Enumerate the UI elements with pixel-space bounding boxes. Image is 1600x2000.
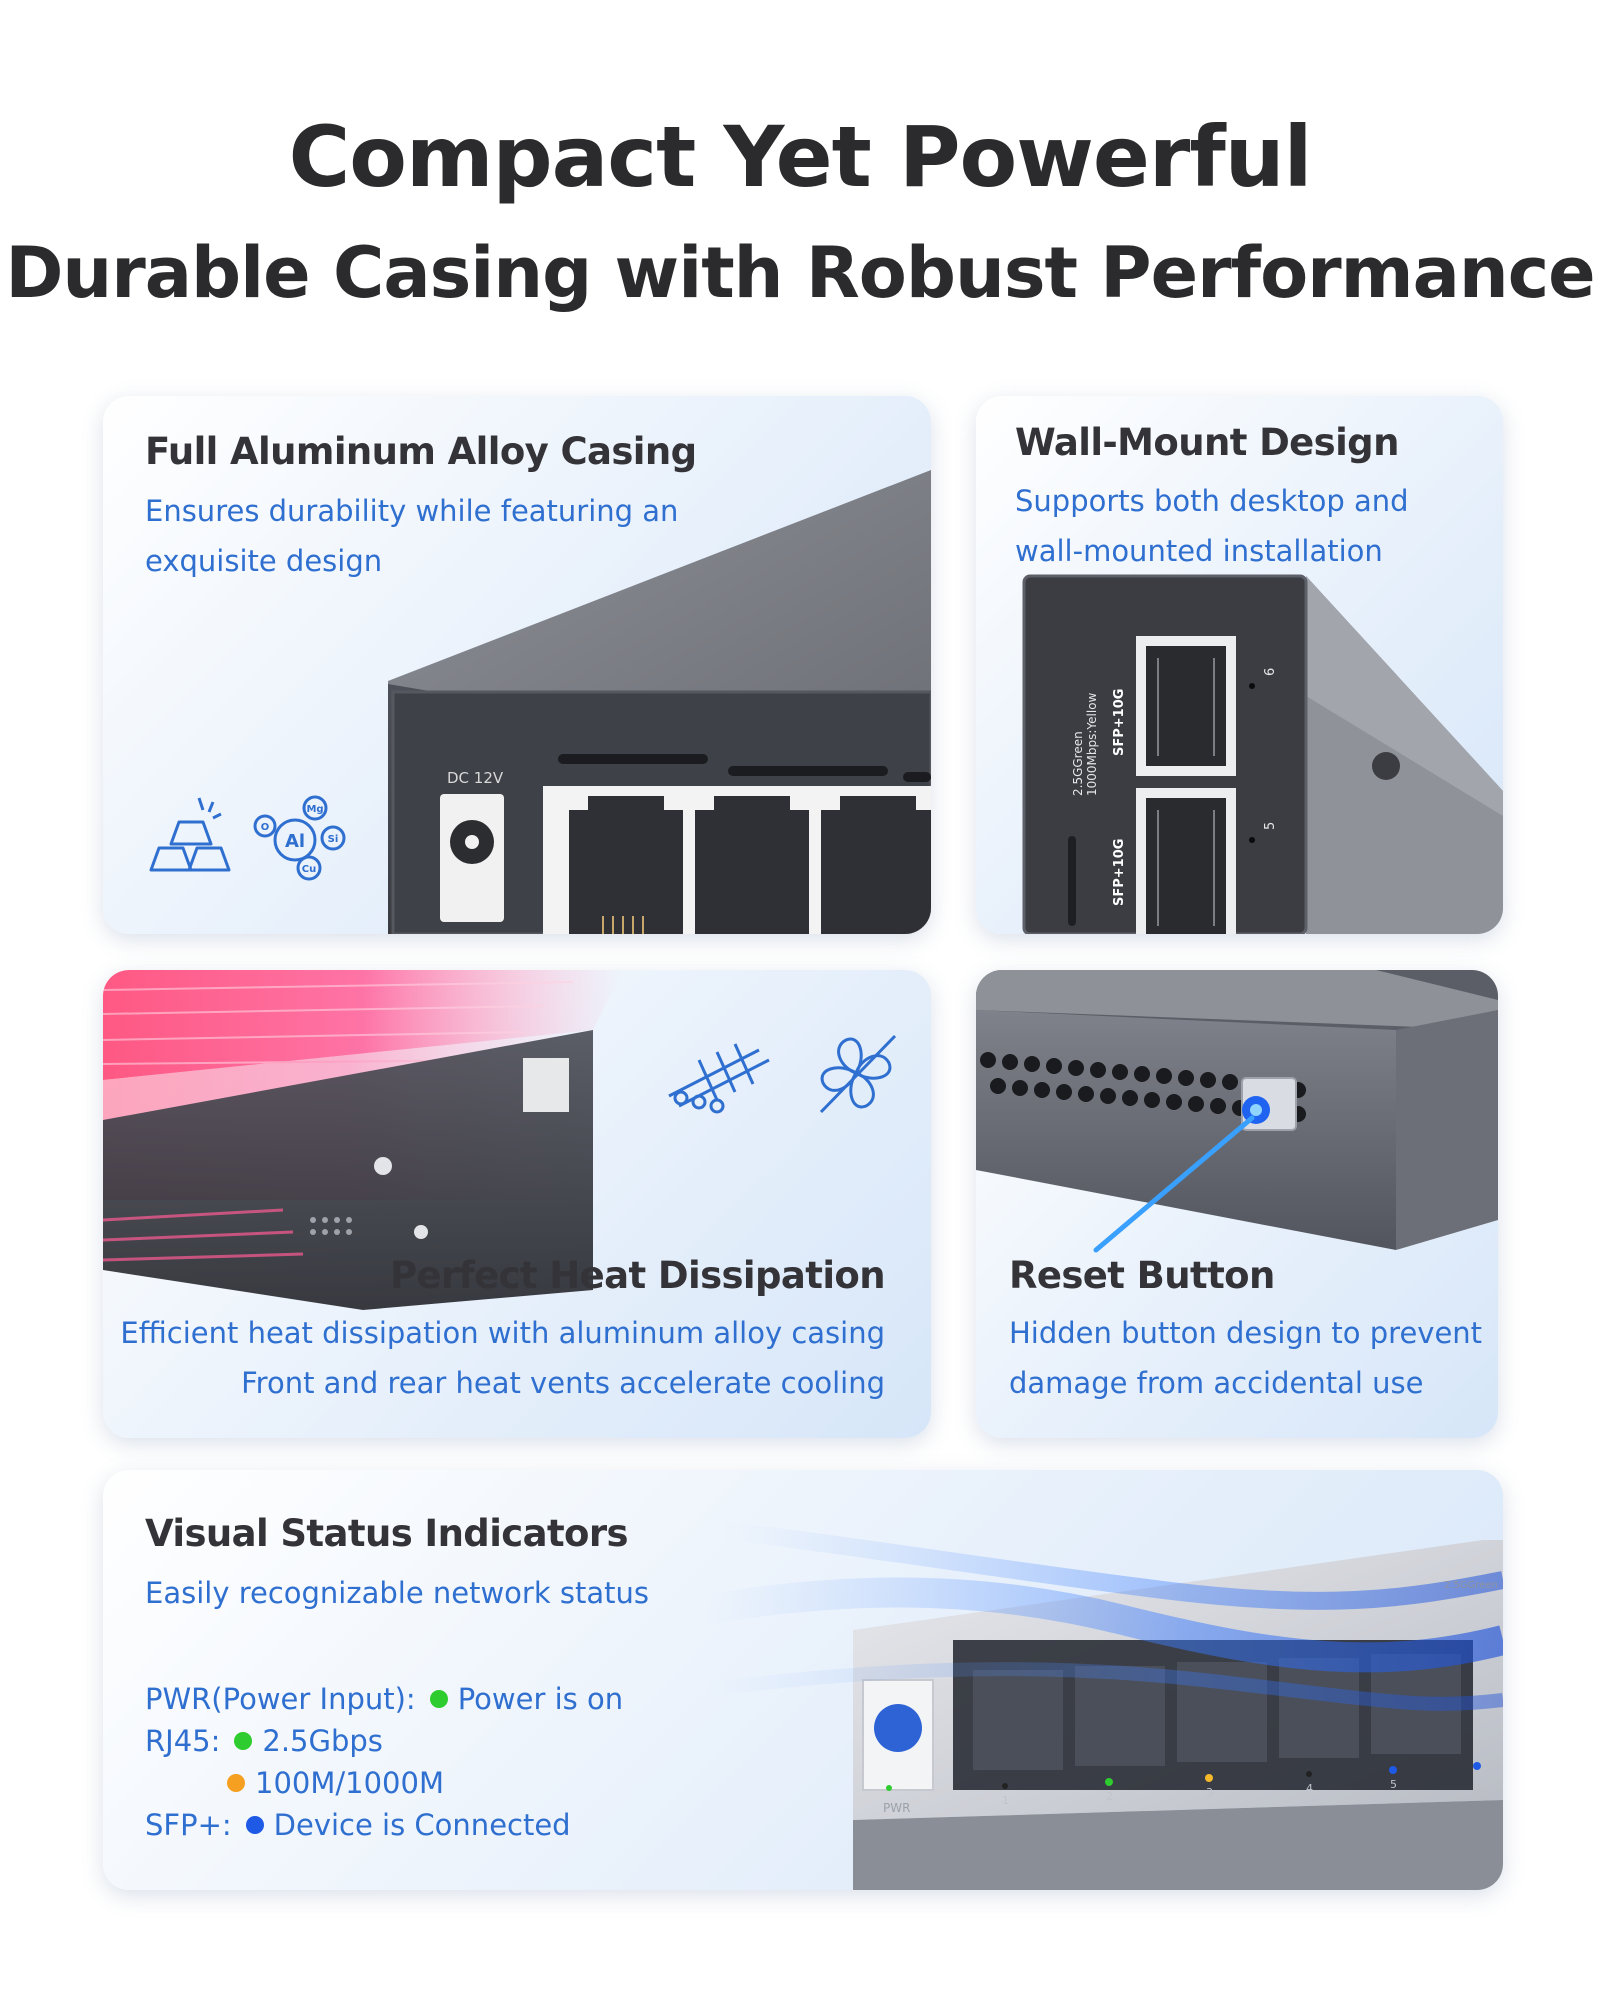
status-label: RJ45: [145,1724,221,1758]
card-title: Reset Button [1009,1254,1275,1297]
green-led-icon [429,1690,448,1708]
device-led-legend: 2.5GGreen [1444,1580,1498,1591]
status-row-pwr: PWR(Power Input): Power is on [145,1678,623,1720]
heat-dissipation-card: Perfect Heat Dissipation Efficient heat … [103,970,931,1438]
element-mg: Mg [306,804,323,815]
element-o: O [261,822,270,833]
status-indicators-card: PWR 2.5GGreen 1 2 3 4 5 6 Visual Status … [103,1470,1503,1890]
status-row-sfp: SFP+: Device is Connected [145,1804,623,1846]
rj45-port [569,796,683,934]
element-al: Al [285,831,305,852]
port-number-6: 6 [1263,668,1278,676]
port-label: 2 [1106,1790,1113,1803]
status-value: 2.5Gbps [262,1724,383,1758]
rj45-port [695,796,809,934]
fan-icon [819,1034,897,1114]
status-value: Power is on [457,1682,624,1716]
headline-title: Compact Yet Powerful [288,108,1313,206]
port-label: 1 [1002,1794,1009,1807]
status-label: SFP+: [145,1808,232,1842]
card-description: Ensures durability while featuring an ex… [145,494,679,578]
card-description: Hidden button design to prevent damage f… [1009,1316,1483,1400]
sfp-cage-upper [1136,636,1236,776]
port-label: 4 [1306,1782,1313,1795]
status-value: Device is Connected [273,1808,571,1842]
status-label: PWR(Power Input): [145,1682,416,1716]
card-title: Visual Status Indicators [145,1512,629,1555]
airflow-cooling-icon [668,1043,770,1114]
reset-button-illustration [976,970,1498,1253]
port-leds [1002,1762,1481,1789]
heat-flow-illustration [103,970,623,1310]
switch-casing-illustration: DC 12V [388,470,931,934]
card-title: Wall-Mount Design [1015,421,1399,464]
metal-ingots-icon [149,797,231,872]
status-legend: PWR(Power Input): Power is on RJ45: 2.5Gbp… [145,1678,623,1846]
led-legend-line1: 2.5GGreen [1071,731,1085,796]
sfp-cage-lower [1136,788,1236,934]
blue-led-icon [245,1816,264,1834]
card-description: Easily recognizable network status [145,1576,649,1610]
card-description: Supports both desktop and wall-mounted i… [1015,484,1409,568]
orange-led-icon [227,1774,245,1792]
rj45-port [821,796,931,934]
port-label: 3 [1206,1786,1213,1799]
reset-button-card: Reset Button Hidden button design to pre… [976,970,1498,1438]
card-title: Full Aluminum Alloy Casing [145,430,697,473]
wall-mount-card: 2.5GGreen 1000Mbps:Yellow SFP+10G SFP+10… [976,396,1503,934]
status-value: 100M/1000M [255,1766,444,1800]
green-led-icon [234,1732,253,1750]
element-si: Si [328,834,339,845]
element-cu: Cu [302,864,316,875]
aluminum-casing-card: DC 12V Full Aluminum Alloy Casing Ensure… [103,396,931,934]
status-row-rj45: RJ45: 2.5Gbps [145,1720,623,1762]
switch-side-illustration: 2.5GGreen 1000Mbps:Yellow SFP+10G SFP+10… [1022,574,1503,934]
headline-subtitle: Durable Casing with Robust Performance [5,232,1595,314]
switch-front-illustration: PWR 2.5GGreen 1 2 3 4 5 6 [703,1521,1503,1890]
status-row-rj45-alt: 100M/1000M [145,1762,623,1804]
dc-port-label: DC 12V [447,769,504,787]
port-number-5: 5 [1263,822,1278,830]
port-label: 5 [1390,1778,1397,1791]
port-label: 6 [1474,1774,1481,1787]
card-description: Efficient heat dissipation with aluminum… [120,1316,885,1400]
led-legend-line2: 1000Mbps:Yellow [1085,692,1099,796]
device-pwr-label: PWR [883,1801,910,1815]
card-title: Perfect Heat Dissipation [389,1254,886,1297]
sfp-label-lower: SFP+10G [1112,839,1127,906]
alloy-elements-icon: Al Mg Si Cu O [253,795,346,881]
sfp-label-upper: SFP+10G [1112,689,1127,756]
